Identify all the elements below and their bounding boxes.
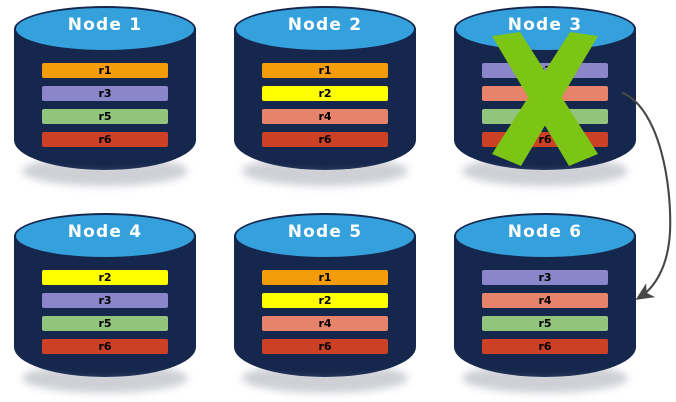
replica-list: r3 r4 r5 r6 [481, 269, 609, 355]
replica-bar[interactable]: r4 [261, 108, 389, 125]
node-top-disc [234, 6, 416, 52]
node-top-disc [454, 213, 636, 259]
replica-bar[interactable]: r4 [481, 292, 609, 309]
node-top-disc [14, 213, 196, 259]
replica-bar[interactable]: r6 [41, 131, 169, 148]
replica-bar[interactable]: r5 [41, 315, 169, 332]
replica-bar[interactable]: r1 [261, 269, 389, 286]
node-top-disc [234, 213, 416, 259]
replica-bar[interactable]: r5 [481, 315, 609, 332]
node-3-cylinder[interactable]: Node 3r3r4r5r6 [454, 6, 636, 192]
replica-bar[interactable]: r3 [41, 85, 169, 102]
node-top-disc [14, 6, 196, 52]
replica-list: r1 r3 r5 r6 [41, 62, 169, 148]
replica-list: r1 r2 r4 r6 [261, 269, 389, 355]
replica-bar[interactable]: r6 [41, 338, 169, 355]
node-failure-x-icon [492, 32, 598, 166]
replica-list: r2 r3 r5 r6 [41, 269, 169, 355]
replica-bar[interactable]: r6 [261, 338, 389, 355]
replica-bar[interactable]: r6 [481, 338, 609, 355]
replica-bar[interactable]: r3 [481, 269, 609, 286]
replica-bar[interactable]: r1 [261, 62, 389, 79]
replica-bar[interactable]: r6 [261, 131, 389, 148]
replica-list: r1 r2 r4 r6 [261, 62, 389, 148]
replica-bar[interactable]: r2 [261, 292, 389, 309]
replica-bar[interactable]: r4 [261, 315, 389, 332]
replica-bar[interactable]: r2 [261, 85, 389, 102]
replica-bar[interactable]: r1 [41, 62, 169, 79]
replica-bar[interactable]: r3 [41, 292, 169, 309]
replica-bar[interactable]: r5 [41, 108, 169, 125]
replica-bar[interactable]: r2 [41, 269, 169, 286]
node-top-disc [454, 6, 636, 52]
